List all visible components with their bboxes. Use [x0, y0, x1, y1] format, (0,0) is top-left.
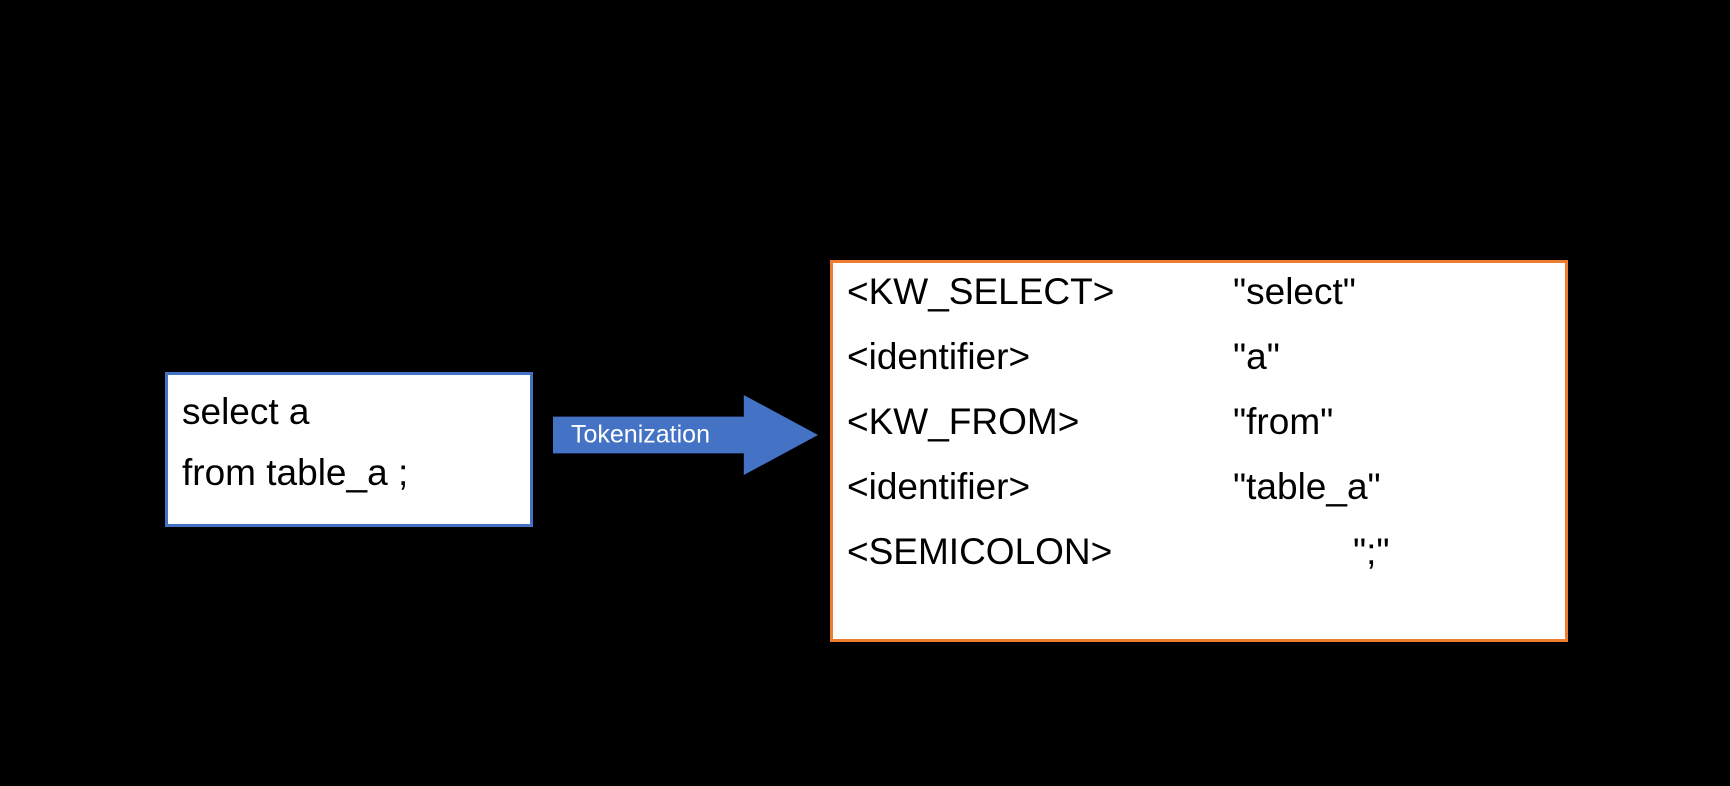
token-row: <SEMICOLON> ";" [833, 533, 1565, 599]
token-value: "a" [1233, 336, 1280, 377]
token-value: ";" [1353, 531, 1390, 572]
token-list-box: <KW_SELECT> "select" <identifier> "a" <K… [830, 260, 1568, 642]
sql-source-line-1: select a [182, 391, 310, 432]
tokenization-arrow: Tokenization [553, 395, 818, 475]
token-value: "select" [1233, 271, 1356, 312]
token-type: <SEMICOLON> [847, 531, 1113, 572]
tokenization-arrow-label: Tokenization [571, 420, 710, 449]
sql-source-line-2: from table_a ; [182, 452, 409, 493]
sql-source-box: select a from table_a ; [165, 372, 533, 527]
token-row: <identifier> "a" [833, 338, 1565, 404]
token-row: <KW_FROM> "from" [833, 403, 1565, 469]
token-type: <identifier> [847, 336, 1031, 377]
token-row: <KW_SELECT> "select" [833, 273, 1565, 339]
token-row: <identifier> "table_a" [833, 468, 1565, 534]
token-type: <KW_FROM> [847, 401, 1080, 442]
token-value: "table_a" [1233, 466, 1381, 507]
token-type: <identifier> [847, 466, 1031, 507]
token-value: "from" [1233, 401, 1334, 442]
token-type: <KW_SELECT> [847, 271, 1115, 312]
